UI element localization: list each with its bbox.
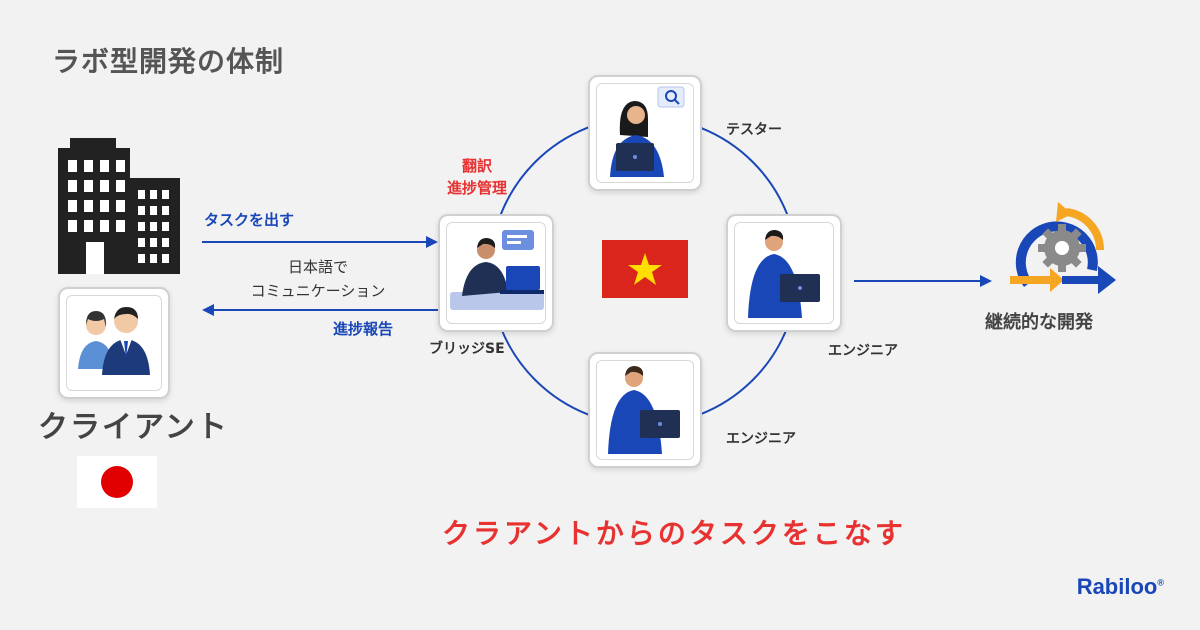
- engineer-right-person-icon: [748, 230, 820, 318]
- vietnam-flag-icon: [602, 240, 688, 298]
- engineer-bottom-person-icon: [608, 366, 680, 454]
- client-label: クライアント: [38, 410, 229, 445]
- client-bridge-arrows: [202, 236, 438, 316]
- gear-icon: [1038, 224, 1086, 272]
- engineer-bottom-card: [588, 352, 702, 468]
- office-building-icon: [58, 138, 180, 274]
- tester-card: [588, 75, 702, 191]
- brand-name: Rabiloo: [1076, 574, 1158, 599]
- report-label: 進捗報告: [333, 320, 394, 338]
- communication-line-2: コミュニケーション: [250, 282, 386, 300]
- client-people-icon: [78, 307, 150, 375]
- bridge-duty-translation: 翻訳: [461, 157, 492, 175]
- client-card: [58, 287, 170, 399]
- result-arrow: [854, 275, 992, 287]
- send-task-label: タスクを出す: [204, 211, 295, 229]
- bridge-se-label: ブリッジSE: [429, 341, 505, 357]
- tester-person-icon: [610, 86, 685, 177]
- brand-logo: Rabiloo®: [1077, 574, 1164, 600]
- tester-label: テスター: [726, 122, 782, 138]
- page-title: ラボ型開発の体制: [52, 45, 285, 78]
- bridge-se-card: [438, 214, 554, 332]
- slogan: クラアントからのタスクをこなす: [442, 517, 906, 550]
- communication-label: 日本語で コミュニケーション: [218, 255, 418, 303]
- continuous-development-icon: [1010, 202, 1116, 294]
- japan-flag-icon: [77, 456, 157, 508]
- bridge-duties: 翻訳 進捗管理: [436, 155, 518, 199]
- brand-registered-mark: ®: [1157, 577, 1164, 588]
- continuous-development-label: 継続的な開発: [985, 312, 1093, 333]
- bridge-se-person-icon: [450, 230, 544, 310]
- engineer-bottom-label: エンジニア: [726, 431, 796, 447]
- engineer-right-card: [726, 214, 842, 332]
- bridge-duty-progress: 進捗管理: [446, 179, 507, 197]
- engineer-right-label: エンジニア: [828, 343, 898, 359]
- communication-line-1: 日本語で: [287, 258, 348, 276]
